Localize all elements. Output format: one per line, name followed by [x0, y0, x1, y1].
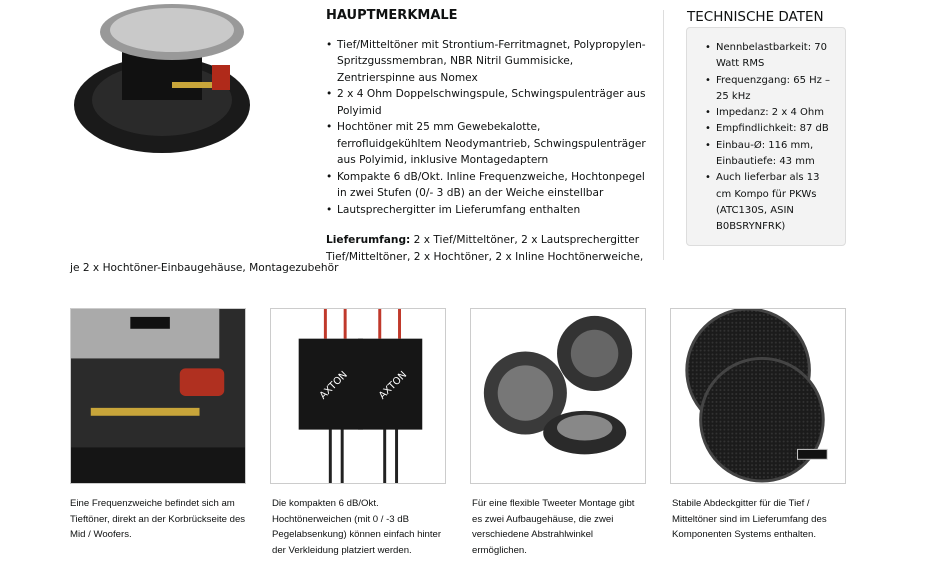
speaker-grilles-image	[670, 308, 846, 484]
crossover-modules-image: AXTON AXTON	[270, 308, 446, 484]
feature-item: Hochtöner mit 25 mm Gewebekalotte, ferro…	[326, 119, 646, 169]
crossover-woofer-image	[70, 308, 246, 484]
features-list: Tief/Mitteltöner mit Strontium-Ferritmag…	[326, 37, 646, 219]
feature-item: Lautsprechergitter im Lieferumfang entha…	[326, 202, 646, 219]
tech-title: TECHNISCHE DATEN	[687, 9, 824, 25]
spec-item: Impedanz: 2 x 4 Ohm	[705, 105, 837, 122]
gallery-caption: Eine Frequenzweiche befindet sich am Tie…	[70, 498, 246, 540]
delivery-scope: Lieferumfang: 2 x Tief/Mitteltöner, 2 x …	[326, 232, 646, 265]
spec-item: Nennbelastbarkeit: 70 Watt RMS	[705, 40, 837, 73]
tech-specs-box: Nennbelastbarkeit: 70 Watt RMS Frequenzg…	[686, 27, 846, 246]
spec-item: Einbau-Ø: 116 mm, Einbautiefe: 43 mm	[705, 138, 837, 171]
delivery-text: 2 x Tief/Mitteltöner, 2 x Lautsprechergi…	[326, 234, 644, 263]
gallery-caption: Für eine flexible Tweeter Montage gibt e…	[472, 498, 635, 556]
features-section: HAUPTMERKMALE Tief/Mitteltöner mit Stron…	[326, 8, 646, 265]
feature-item: 2 x 4 Ohm Doppelschwingspule, Schwingspu…	[326, 86, 646, 119]
woofer-product-image	[74, 4, 250, 153]
spec-item: Auch lieferbar als 13 cm Kompo für PKWs …	[705, 170, 837, 235]
delivery-label: Lieferumfang:	[326, 234, 411, 246]
spec-item: Frequenzgang: 65 Hz – 25 kHz	[705, 73, 837, 106]
gallery-caption: Die kompakten 6 dB/Okt. Hochtönerweichen…	[272, 498, 442, 556]
divider	[663, 10, 664, 260]
gallery-caption: Stabile Abdeckgitter für die Tief / Mitt…	[672, 498, 827, 540]
feature-item: Kompakte 6 dB/Okt. Inline Frequenzweiche…	[326, 169, 646, 202]
spec-item: Empfindlichkeit: 87 dB	[705, 121, 837, 138]
feature-item: Tief/Mitteltöner mit Strontium-Ferritmag…	[326, 37, 646, 87]
features-title: HAUPTMERKMALE	[326, 8, 458, 23]
delivery-text-tail: je 2 x Hochtöner-Einbaugehäuse, Montagez…	[70, 262, 339, 274]
tweeter-housings-image	[470, 308, 646, 484]
